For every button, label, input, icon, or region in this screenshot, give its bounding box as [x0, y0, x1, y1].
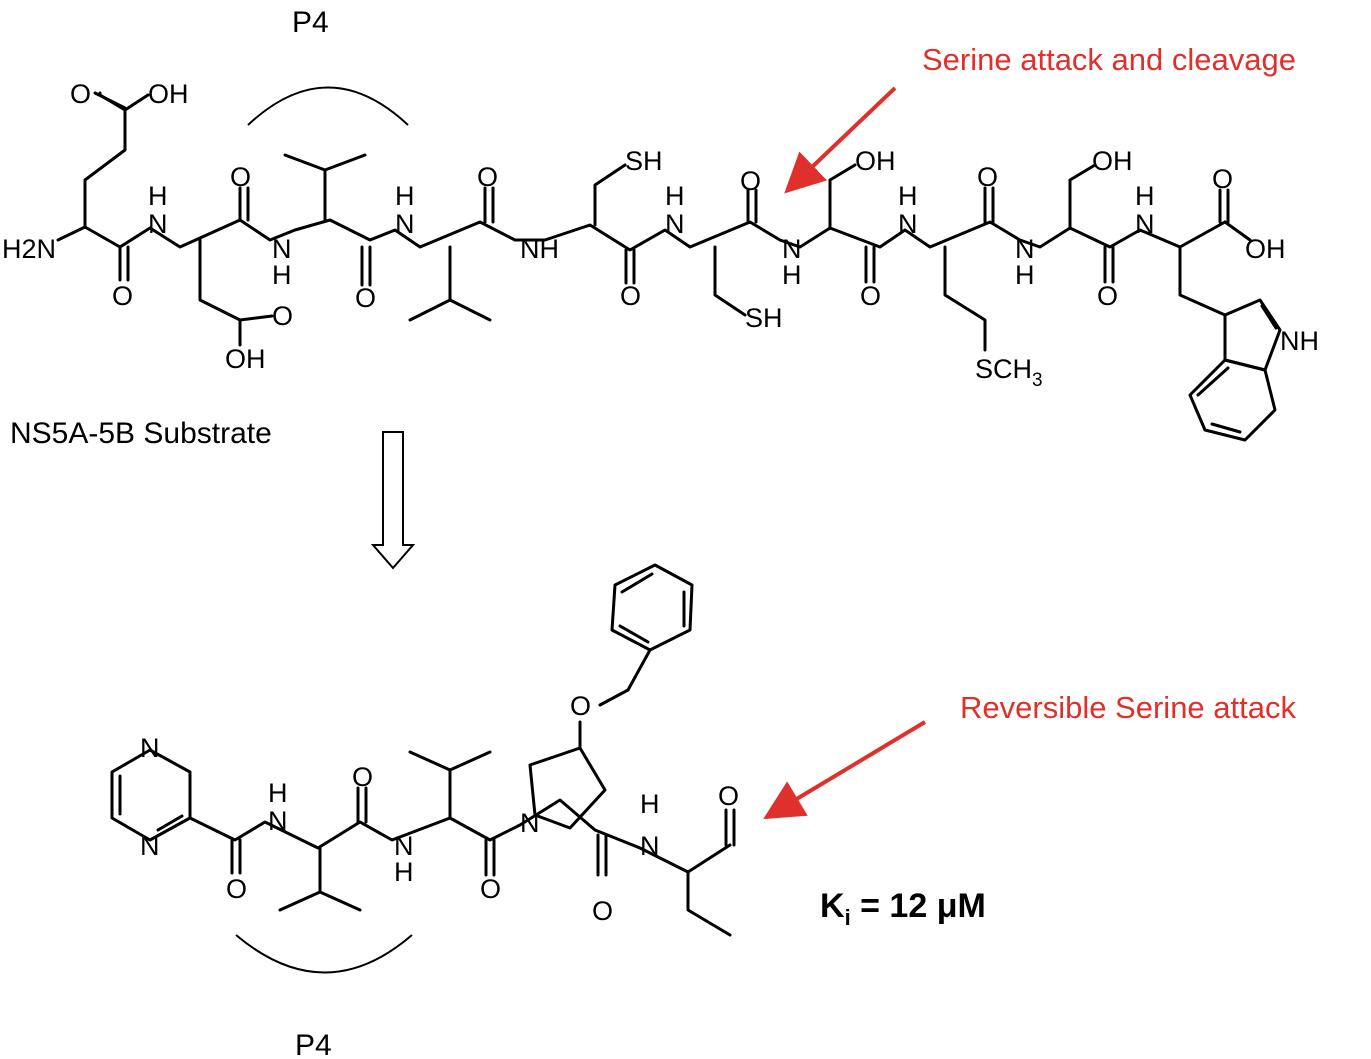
p4-label-bottom: P4 [295, 1029, 332, 1059]
inh-amide-n-3: N [640, 831, 660, 861]
asp-side-chain [198, 238, 242, 347]
inhibitor-structure: N N O N H O N H O N O [110, 563, 739, 1059]
inh-amide-h-3: H [640, 789, 660, 819]
c-terminus-o: O [1212, 164, 1233, 194]
inh-carbonyl-o-3: O [480, 874, 501, 904]
cleavage-arrow [784, 86, 897, 194]
substrate-name: NS5A-5B Substrate [10, 417, 272, 450]
inh-amide-n-2: N [394, 831, 414, 861]
inh-carbonyl-o-4: O [592, 896, 613, 926]
inh-amide-n-1: N [268, 806, 288, 836]
inh-ethyl [686, 870, 732, 937]
aldehyde-o: O [718, 781, 739, 811]
ser1-oh-label: OH [855, 146, 896, 176]
cys2-side-chain [713, 245, 747, 317]
met-sch3-label: SCH3 [975, 354, 1043, 391]
indole-pyrrole-ring [1223, 298, 1282, 372]
carbonyl-o-1: O [112, 281, 133, 311]
amide-nh-4: NH [520, 234, 559, 264]
glu-oxo-label: O [70, 79, 91, 109]
amide-h-7: H [898, 181, 918, 211]
amide-n-7: N [898, 209, 918, 239]
amide-n-8: N [1015, 234, 1035, 264]
carbonyl-o-3: O [355, 283, 376, 313]
ser1-side-chain [828, 163, 857, 230]
carbonyl-o-2: O [230, 162, 251, 192]
inh-carbonyl-o-1: O [226, 874, 247, 904]
amide-n-5: N [665, 209, 685, 239]
trp-nh-label: NH [1280, 326, 1319, 356]
benzyl-ring [610, 563, 694, 652]
asp-oh-label: OH [225, 344, 266, 374]
amide-n-3: N [395, 209, 415, 239]
cys1-side-chain [593, 163, 627, 227]
pyrazine-n-top: N [140, 733, 160, 763]
pyrazine-ring [110, 748, 192, 842]
asp-oxo-label: O [272, 301, 293, 331]
ether-o: O [570, 691, 591, 721]
cys1-sh-label: SH [625, 146, 663, 176]
inh-amide-h-2: H [394, 857, 414, 887]
p4-label-top: P4 [292, 6, 329, 39]
carbonyl-o-8: O [977, 162, 998, 192]
n-terminus-label: H2N [2, 234, 56, 264]
carbonyl-o-7: O [860, 281, 881, 311]
reversible-arrow [763, 720, 927, 820]
amide-h-8: H [1015, 260, 1035, 290]
amide-h-9: H [1135, 181, 1155, 211]
pyrrolidine-ring [528, 746, 607, 830]
cys2-sh-label: SH [745, 303, 783, 333]
pyrazine-n-bottom: N [140, 831, 160, 861]
amide-n-6: N [782, 234, 802, 264]
p4-arc-bottom [235, 934, 413, 974]
inh-amide-h-1: H [268, 778, 288, 808]
inh-carbonyl-o-2: O [352, 762, 373, 792]
trp-side-chain [1178, 245, 1227, 317]
amide-h-3: H [395, 181, 415, 211]
glu-oh-label: OH [148, 79, 189, 109]
inh-val1-side-chain [278, 890, 362, 912]
substrate-backbone [56, 218, 1227, 252]
cleavage-note: Serine attack and cleavage [922, 42, 1296, 77]
pyrrolidine-n: N [520, 808, 540, 838]
carbonyl-o-6: O [740, 166, 761, 196]
ser2-oh-label: OH [1092, 146, 1133, 176]
amide-n-2: N [272, 234, 292, 264]
amide-n-1: N [148, 209, 168, 239]
inhibitor-backbone [188, 798, 732, 874]
inh-val2-side-chain [408, 750, 492, 772]
amide-h-5: H [665, 181, 685, 211]
ki-value: Ki = 12 μM [820, 887, 986, 930]
amide-h-6: H [782, 260, 802, 290]
ser2-side-chain [1068, 163, 1097, 230]
carbonyl-o-9: O [1097, 281, 1118, 311]
c-terminus-oh: OH [1245, 234, 1286, 264]
substrate-structure: P4 H2N O OH O N H O OH O N H [2, 6, 1319, 450]
cleavage-annotation: Serine attack and cleavage [784, 42, 1296, 194]
p4-arc-top [247, 86, 409, 126]
met-side-chain [943, 245, 987, 352]
amide-n-9: N [1135, 209, 1155, 239]
val1-side-chain [283, 153, 367, 172]
glu-side-chain [83, 93, 127, 229]
transformation-arrow [370, 431, 416, 570]
indole-benzene-ring [1188, 358, 1277, 442]
reversible-note: Reversible Serine attack [960, 690, 1296, 725]
carbonyl-o-4: O [477, 162, 498, 192]
carbonyl-o-5: O [620, 281, 641, 311]
val2-side-chain [408, 298, 492, 322]
amide-h-2: H [272, 260, 292, 290]
amide-h-1: H [148, 181, 168, 211]
reversible-annotation: Reversible Serine attack [763, 690, 1296, 820]
